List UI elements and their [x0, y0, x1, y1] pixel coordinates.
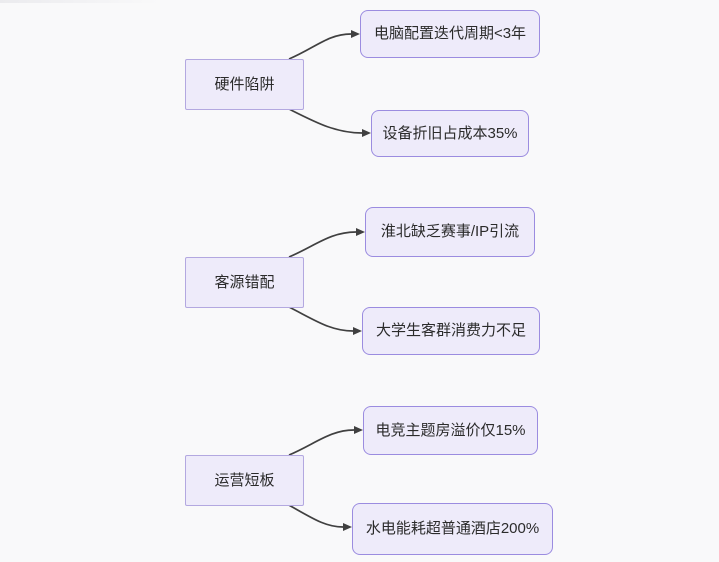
node-computer-iteration-cycle: 电脑配置迭代周期<3年 — [360, 10, 540, 58]
edge-hardware-to-depreciation-arrow — [286, 107, 371, 137]
node-hardware-trap: 硬件陷阱 — [185, 59, 304, 110]
node-operations-shortcoming: 运营短板 — [185, 455, 304, 506]
node-student-spending-power: 大学生客群消费力不足 — [362, 307, 540, 355]
edge-operations-to-premium-arrow — [288, 426, 363, 456]
node-lack-of-events-ip: 淮北缺乏赛事/IP引流 — [365, 207, 535, 257]
node-customer-mismatch: 客源错配 — [185, 257, 304, 308]
node-equipment-depreciation: 设备折旧占成本35% — [371, 110, 529, 157]
edge-operations-to-energy-arrow — [286, 503, 352, 531]
edge-customer-to-students-arrow — [286, 305, 362, 335]
node-utility-energy-consumption: 水电能耗超普通酒店200% — [352, 503, 553, 555]
edge-hardware-to-cycle-arrow — [288, 30, 360, 60]
node-esports-room-premium: 电竞主题房溢价仅15% — [363, 406, 538, 455]
edge-customer-to-events-arrow — [288, 228, 365, 258]
top-edge-shadow — [0, 0, 160, 3]
